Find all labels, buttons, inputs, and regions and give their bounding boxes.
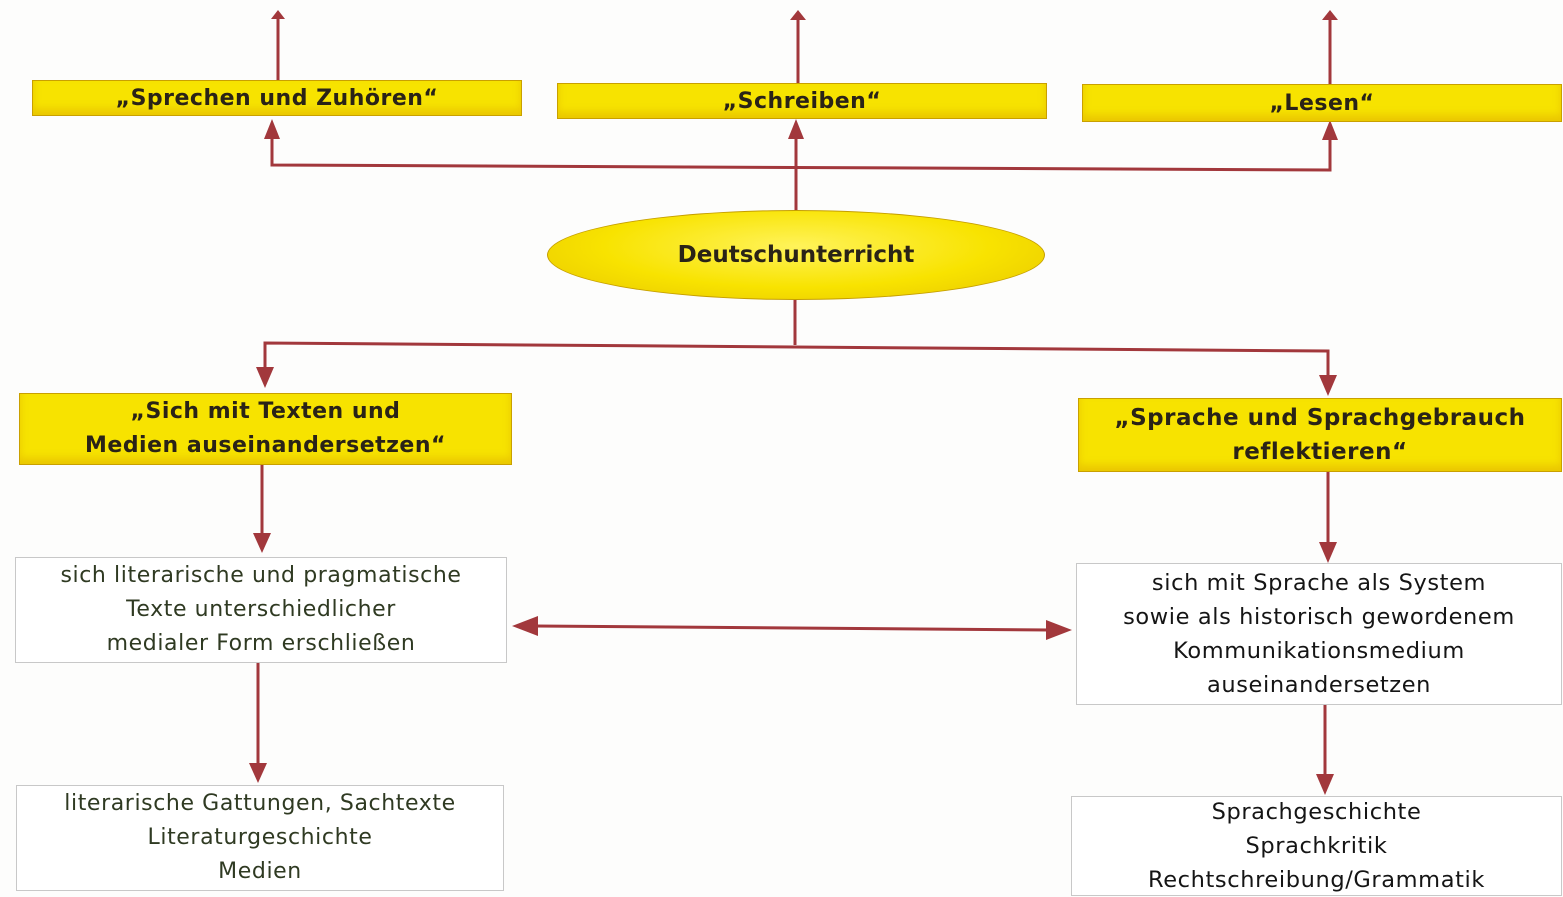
arrowhead-top-right [1322,120,1338,140]
arrowhead-exit-center [790,10,806,20]
box-gattungen: literarische Gattungen, Sachtexte Litera… [16,785,504,891]
hub-label: Deutschunterricht [677,242,915,268]
arrowhead-double-left [512,616,538,636]
box-sprachgeschichte-line-3: Rechtschreibung/Grammatik [1148,867,1485,893]
box-lesen-label: „Lesen“ [1269,90,1375,116]
box-texten-medien-line-2: Medien auseinandersetzen“ [85,433,446,458]
box-schreiben-label: „Schreiben“ [722,88,882,114]
arrowhead-bottom-right [1319,375,1337,396]
box-sprache-system-line-3: Kommunikationsmedium [1173,638,1465,664]
arrowhead-exit-right [1322,10,1338,20]
bottom-branch-line [263,341,1330,376]
double-arrow-line [534,624,1051,632]
top-branch-line [270,128,1332,172]
box-sprache-system-line-1: sich mit Sprache als System [1151,570,1487,596]
arrowhead-right-bottom [1316,774,1334,795]
box-sprache-sprachgebrauch-line-1: „Sprache und Sprachgebrauch [1114,405,1526,431]
box-sprache-sprachgebrauch-line-2: reflektieren“ [1232,439,1408,465]
box-sprache-system-line-4: auseinandersetzen [1206,672,1432,698]
box-lesen: „Lesen“ [1082,84,1562,122]
box-sprechen-zuhoeren: „Sprechen und Zuhören“ [32,80,522,116]
box-texten-medien-line-1: „Sich mit Texten und [130,399,401,424]
box-sprache-sprachgebrauch: „Sprache und Sprachgebrauch reflektieren… [1078,398,1562,472]
box-sprachgeschichte-line-2: Sprachkritik [1245,833,1388,859]
arrowhead-top-left [264,119,280,139]
box-sprache-system-line-2: sowie als historisch gewordenem [1123,604,1515,630]
arrowhead-exit-left [271,10,285,19]
box-sprechen-zuhoeren-label: „Sprechen und Zuhören“ [115,85,439,111]
arrowhead-bottom-left [256,367,274,388]
box-sprachgeschichte: Sprachgeschichte Sprachkritik Rechtschre… [1071,796,1562,896]
hub-deutschunterricht: Deutschunterricht [547,210,1045,300]
box-sprachgeschichte-line-1: Sprachgeschichte [1211,799,1422,825]
arrowhead-right-middle [1319,542,1337,563]
box-sprache-system: sich mit Sprache als System sowie als hi… [1076,563,1562,705]
box-texten-medien: „Sich mit Texten und Medien auseinanders… [19,393,512,465]
box-gattungen-line-1: literarische Gattungen, Sachtexte [64,791,456,816]
box-gattungen-line-3: Medien [218,859,302,884]
box-texte-erschliessen-line-2: Texte unterschiedlicher [126,597,396,622]
arrowhead-double-right [1046,620,1072,640]
box-gattungen-line-2: Literaturgeschichte [147,825,373,850]
arrowhead-top-center [788,119,804,139]
box-texte-erschliessen-line-3: medialer Form erschließen [106,631,416,656]
arrowhead-left-middle [253,533,271,553]
arrowhead-left-bottom [249,763,267,783]
box-texte-erschliessen: sich literarische und pragmatische Texte… [15,557,507,663]
box-texte-erschliessen-line-1: sich literarische und pragmatische [60,563,462,588]
box-schreiben: „Schreiben“ [557,83,1047,119]
